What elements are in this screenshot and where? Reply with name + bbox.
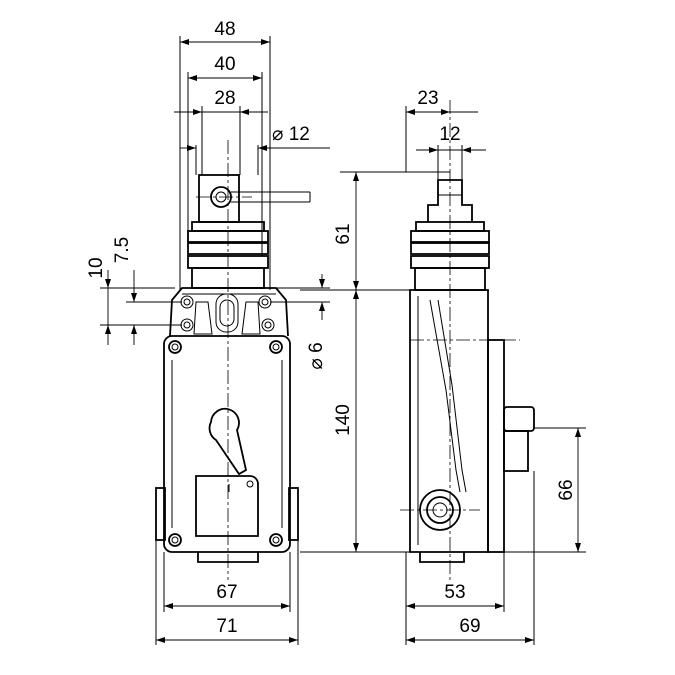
side-view: 23 12 66 53 69: [400, 88, 586, 645]
dim-71: 71: [216, 616, 237, 637]
side-housing: [409, 289, 489, 553]
dim-10: 10: [86, 257, 107, 278]
dim-40: 40: [214, 54, 235, 75]
dim-48: 48: [214, 19, 235, 40]
dim-61: 61: [333, 223, 354, 244]
side-cover: [487, 339, 505, 553]
corner-screw-br: [269, 533, 283, 547]
front-view: 48 40 28 ⌀ 12 10 7.5 ⌀ 6: [86, 19, 330, 645]
height-dimensions: 61 140: [300, 171, 450, 553]
front-label-plate: [195, 475, 259, 537]
front-housing: [163, 335, 291, 553]
dim-28: 28: [214, 88, 235, 109]
corner-screw-bl: [168, 533, 182, 547]
dim-67: 67: [216, 582, 237, 603]
front-ear-left: [155, 487, 166, 541]
front-rope-head: [198, 174, 240, 223]
flange-screw-tr: [258, 295, 272, 309]
front-slot: [215, 293, 239, 333]
dim-7-5: 7.5: [112, 237, 133, 263]
corner-screw-tl: [168, 340, 182, 354]
dim-23: 23: [417, 88, 438, 109]
flange-screw-bl: [180, 318, 194, 332]
dim-140: 140: [333, 404, 354, 436]
front-key-window: [208, 407, 248, 476]
flange-screw-tl: [180, 295, 194, 309]
dim-69: 69: [459, 616, 480, 637]
corner-screw-tr: [269, 340, 283, 354]
dim-side-12: 12: [439, 124, 460, 145]
dim-66: 66: [556, 479, 577, 500]
side-knob: [503, 406, 535, 432]
flange-screw-br: [261, 318, 275, 332]
front-flange: [169, 287, 289, 337]
dim-diameter-6: ⌀ 6: [306, 342, 327, 369]
front-ear-right: [288, 487, 299, 541]
dim-diameter-12: ⌀ 12: [272, 124, 310, 145]
dim-53: 53: [444, 582, 465, 603]
